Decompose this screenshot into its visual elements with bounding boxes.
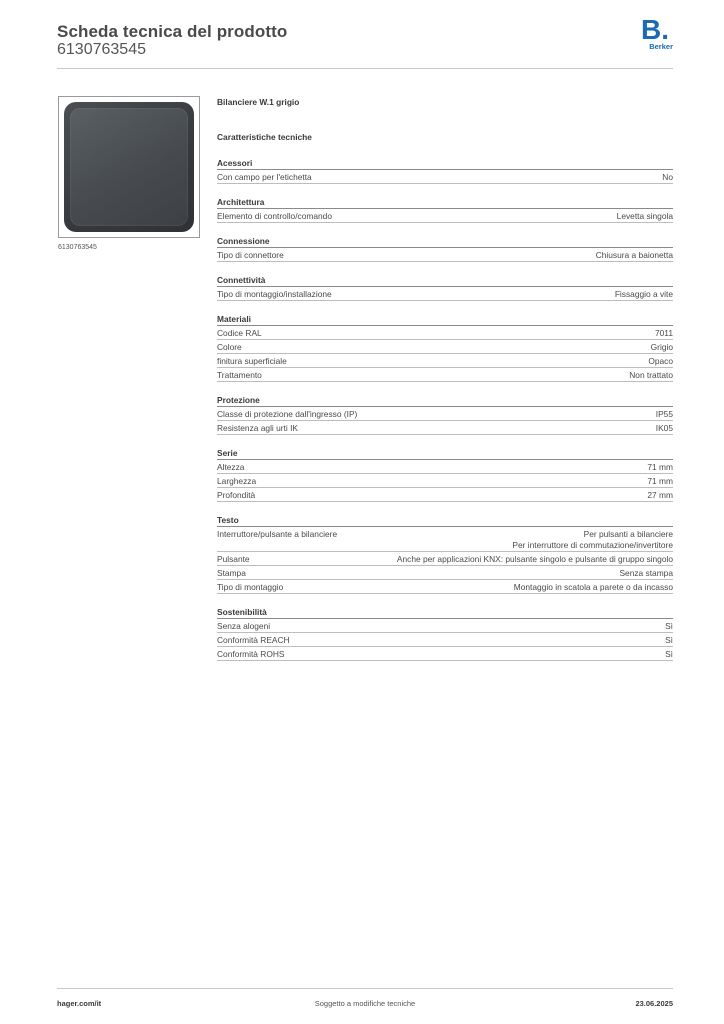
section-title: Architettura: [217, 196, 673, 209]
spec-label: Tipo di montaggio: [217, 582, 284, 592]
spec-label: Altezza: [217, 462, 245, 472]
spec-label: Classe di protezione dall'ingresso (IP): [217, 409, 358, 419]
section-title: Testo: [217, 514, 673, 527]
section-title: Protezione: [217, 394, 673, 407]
spec-label: Resistenza agli urti IK: [217, 423, 298, 433]
spec-value: Chiusura a baionetta: [595, 250, 673, 260]
spec-label: Tipo di montaggio/installazione: [217, 289, 332, 299]
spec-row: Elemento di controllo/comando Levetta sin…: [217, 209, 673, 223]
spec-label: Trattamento: [217, 370, 262, 380]
header-divider: [57, 68, 673, 69]
spec-value: Levetta singola: [616, 211, 673, 221]
logo-brand-name: Berker: [649, 42, 673, 51]
spec-row: Conformità REACH Sì: [217, 633, 673, 647]
spec-row: Interruttore/pulsante a bilanciere Per pu…: [217, 527, 673, 552]
spec-label: Con campo per l'etichetta: [217, 172, 312, 182]
page-title: Scheda tecnica del prodotto: [57, 22, 288, 41]
product-code: 6130763545: [57, 41, 146, 58]
section-title: Materiali: [217, 313, 673, 326]
spec-row: Pulsante Anche per applicazioni KNX: puls…: [217, 552, 673, 566]
spec-value: Sì: [665, 635, 673, 645]
spec-label: Pulsante: [217, 554, 250, 564]
spec-label: Codice RAL: [217, 328, 262, 338]
spec-value: Anche per applicazioni KNX: pulsante sin…: [396, 554, 673, 564]
spec-value: Sì: [665, 649, 673, 659]
spec-row: Altezza 71 mm: [217, 460, 673, 474]
spec-value: IK05: [655, 423, 673, 433]
spec-value: Senza stampa: [619, 568, 673, 578]
product-image: [58, 96, 200, 238]
footer-website: hager.com/it: [57, 999, 102, 1008]
spec-label: finitura superficiale: [217, 356, 287, 366]
spec-row: Senza alogeni Sì: [217, 619, 673, 633]
spec-row: Classe di protezione dall'ingresso (IP) I…: [217, 407, 673, 421]
section-title: Connettività: [217, 274, 673, 287]
spec-label: Profondità: [217, 490, 256, 500]
section-title: Serie: [217, 447, 673, 460]
spec-label: Conformità ROHS: [217, 649, 285, 659]
section-title: Acessori: [217, 157, 673, 170]
page-header: Scheda tecnica del prodotto 6130763545 B…: [57, 16, 673, 70]
spec-row: Conformità ROHS Sì: [217, 647, 673, 661]
spec-row: Resistenza agli urti IK IK05: [217, 421, 673, 435]
spec-row: Tipo di montaggio/installazione Fissaggio…: [217, 287, 673, 301]
spec-value: Opaco: [648, 356, 673, 366]
spec-row: Stampa Senza stampa: [217, 566, 673, 580]
spec-row: Trattamento Non trattato: [217, 368, 673, 382]
spec-value: Grigio: [650, 342, 673, 352]
spec-row: Profondità 27 mm: [217, 488, 673, 502]
spec-content: Bilanciere W.1 grigio Caratteristiche te…: [217, 96, 673, 661]
product-name: Bilanciere W.1 grigio: [217, 97, 300, 107]
spec-value: Fissaggio a vite: [614, 289, 673, 299]
spec-label: Interruttore/pulsante a bilanciere: [217, 529, 338, 539]
spec-value: No: [662, 172, 673, 182]
spec-value: IP55: [655, 409, 673, 419]
rocker-switch-frame: [64, 102, 194, 232]
spec-row: Larghezza 71 mm: [217, 474, 673, 488]
spec-value: Non trattato: [629, 370, 673, 380]
spec-value: Montaggio in scatola a parete o da incas…: [513, 582, 673, 592]
spec-value: 27 mm: [647, 490, 673, 500]
spec-value: 7011: [654, 328, 673, 338]
page-footer: hager.com/it Soggetto a modifiche tecnic…: [57, 988, 673, 1009]
spec-value: 71 mm: [647, 476, 673, 486]
berker-logo: B. Berker: [637, 16, 673, 56]
spec-label: Tipo di connettore: [217, 250, 284, 260]
footer-notice: Soggetto a modifiche tecniche: [314, 999, 416, 1008]
spec-value: Sì: [665, 621, 673, 631]
spec-label: Colore: [217, 342, 242, 352]
spec-value: 71 mm: [647, 462, 673, 472]
footer-date: 23.06.2025: [635, 999, 673, 1008]
spec-label: Stampa: [217, 568, 246, 578]
spec-row: Codice RAL 7011: [217, 326, 673, 340]
section-title: Connessione: [217, 235, 673, 248]
spec-row: Tipo di connettore Chiusura a baionetta: [217, 248, 673, 262]
tech-heading: Caratteristiche tecniche: [217, 132, 312, 142]
spec-value: Per pulsanti a bilanciere Per interrutto…: [512, 529, 673, 550]
spec-label: Conformità REACH: [217, 635, 290, 645]
spec-row: finitura superficiale Opaco: [217, 354, 673, 368]
spec-row: Tipo di montaggio Montaggio in scatola a …: [217, 580, 673, 594]
spec-row: Colore Grigio: [217, 340, 673, 354]
spec-label: Senza alogeni: [217, 621, 271, 631]
spec-label: Elemento di controllo/comando: [217, 211, 332, 221]
spec-row: Con campo per l'etichetta No: [217, 170, 673, 184]
section-title: Sostenibilità: [217, 606, 673, 619]
logo-letter: B.: [641, 14, 669, 45]
image-caption: 6130763545: [58, 244, 97, 251]
spec-label: Larghezza: [217, 476, 257, 486]
rocker-switch-face: [70, 108, 188, 226]
